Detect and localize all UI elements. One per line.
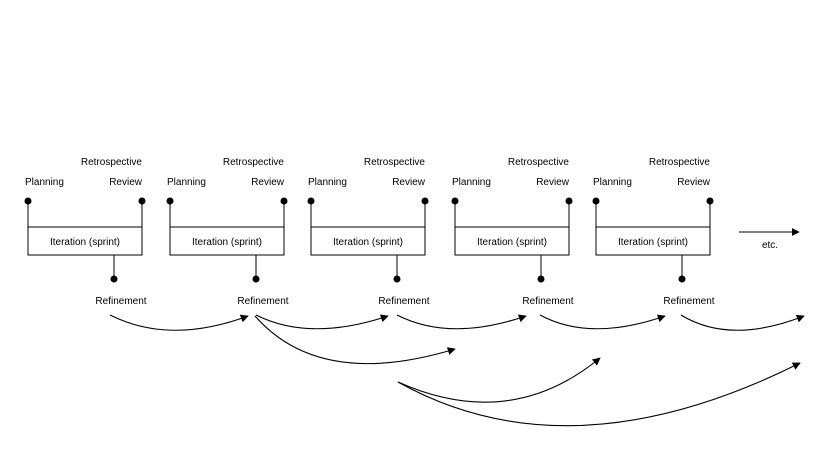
iteration-box [310,226,426,256]
review-dot [565,197,573,205]
iteration-box [27,226,143,256]
long-range-arrow-3-onward [397,362,801,427]
planning-dot [166,197,174,205]
planning-label: Planning [25,177,64,188]
review-dot [421,197,429,205]
refinement-label: Refinement [663,296,714,307]
iteration-box [169,226,285,256]
refinement-arrow-1-to-2 [109,314,249,331]
review-label: Review [536,177,570,188]
iteration-box [595,226,711,256]
etc-label: etc. [762,240,778,251]
iteration-label: Iteration (sprint) [618,237,688,248]
review-label: Review [392,177,426,188]
review-dot [706,197,714,205]
refinement-arrow-5-onward [680,314,805,331]
retrospective-label: Retrospective [81,157,143,168]
iteration-label: Iteration (sprint) [192,237,262,248]
refinement-arrow-4-to-5 [539,314,666,330]
refinement-label: Refinement [95,296,146,307]
refinement-dot [252,275,260,283]
review-dot [138,197,146,205]
refinement-dot [537,275,545,283]
planning-label: Planning [593,177,632,188]
refinement-dot [393,275,401,283]
refinement-arrow-3-to-4 [396,314,527,330]
planning-dot [24,197,32,205]
planning-dot [592,197,600,205]
iteration-label: Iteration (sprint) [477,237,547,248]
iteration-label: Iteration (sprint) [50,237,120,248]
refinement-label: Refinement [522,296,573,307]
retrospective-label: Retrospective [649,157,711,168]
refinement-arrow-2-to-3 [255,314,389,330]
planning-label: Planning [452,177,491,188]
refinement-label: Refinement [237,296,288,307]
review-label: Review [677,177,711,188]
review-dot [280,197,288,205]
refinement-label: Refinement [378,296,429,307]
planning-label: Planning [167,177,206,188]
retrospective-label: Retrospective [364,157,426,168]
planning-dot [451,197,459,205]
iteration-box [454,226,570,256]
review-label: Review [251,177,285,188]
refinement-dot [110,275,118,283]
iteration-label: Iteration (sprint) [333,237,403,248]
retrospective-label: Retrospective [508,157,570,168]
refinement-dot [678,275,686,283]
review-label: Review [109,177,143,188]
long-range-arrow-3-to-5 [397,357,601,403]
retrospective-label: Retrospective [223,157,285,168]
planning-label: Planning [308,177,347,188]
refinement-arrow-2-to-4 [254,315,456,365]
planning-dot [307,197,315,205]
